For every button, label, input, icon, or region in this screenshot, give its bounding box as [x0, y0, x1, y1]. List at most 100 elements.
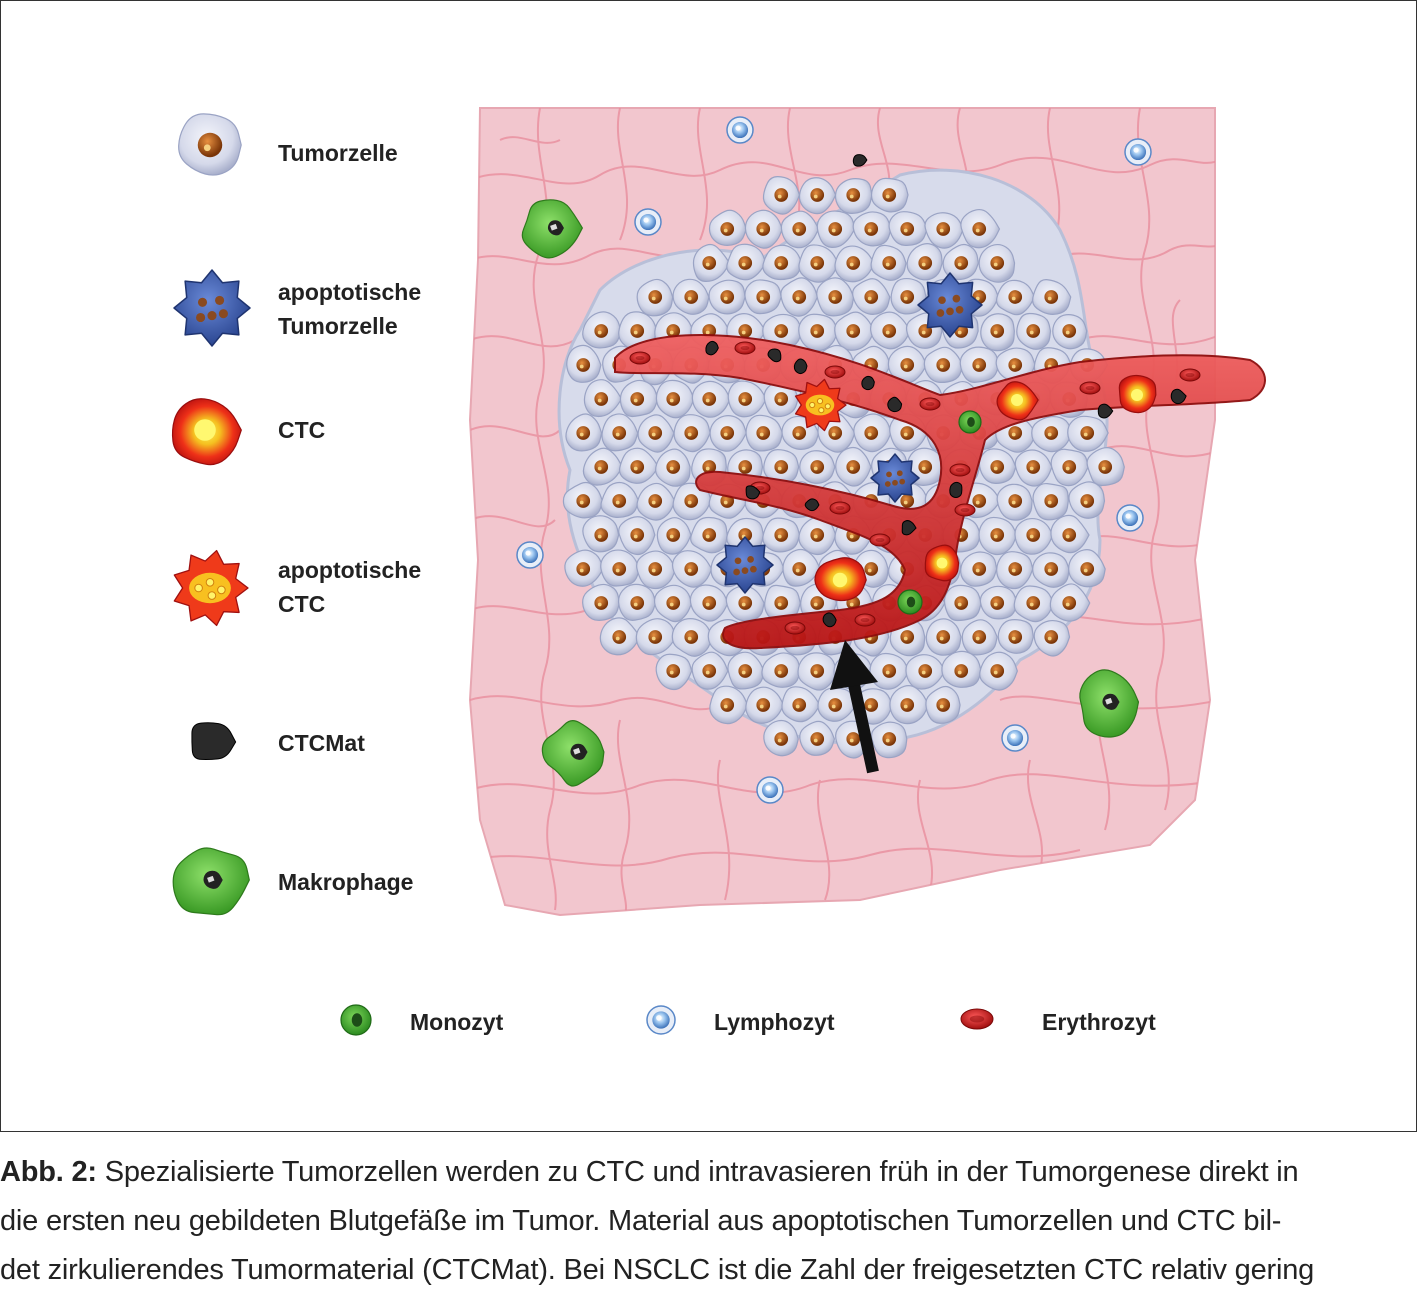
tumor-cell [708, 279, 746, 315]
tumor-cell [798, 177, 837, 215]
tumor-cell [672, 278, 710, 315]
tumor-cell [906, 243, 943, 281]
tumor-cell [764, 584, 801, 622]
caption-line-2: die ersten neu gebildeten Blutgefäße im … [0, 1205, 1282, 1237]
monocyte-cell [958, 410, 982, 434]
ctcmat-particle [767, 348, 782, 363]
tumor-cell [582, 515, 620, 553]
tumor-cell [600, 549, 641, 587]
tumor-cell [960, 208, 1001, 249]
tumor-cell [1016, 312, 1052, 350]
erythrocyte-cell [784, 621, 806, 635]
tumor-cell [709, 685, 749, 725]
tumor-cell [870, 177, 909, 213]
tumor-cell [1067, 415, 1109, 452]
tumor-cell [870, 244, 907, 281]
tumor-cell [745, 414, 784, 452]
tumor-cell [978, 448, 1017, 484]
tumor-cell [798, 313, 839, 352]
tumor-cell [601, 413, 639, 452]
legend-icon-apoptotic-tumor-cell [173, 269, 251, 347]
tumor-cell [782, 548, 821, 587]
legend-label-ctcmat: CTCMat [278, 730, 365, 756]
legend-label-macrophage: Makrophage [278, 869, 414, 895]
tumor-cell [727, 651, 765, 690]
tumor-cell [1068, 549, 1106, 588]
erythrocyte-cell [919, 397, 941, 411]
caption-label: Abb. 2: [0, 1156, 97, 1188]
tumor-cell [797, 652, 838, 691]
erythrocyte-cell [824, 365, 846, 379]
legend-label-monocyte: Monozyt [410, 1009, 504, 1035]
tumor-cell [691, 380, 731, 418]
tumor-cell [780, 277, 819, 317]
tumor-cell [942, 243, 979, 281]
tumor-cell [637, 414, 675, 453]
macrophage-cell [1079, 669, 1140, 738]
tumor-cell [600, 481, 640, 519]
tumor-cell [725, 585, 765, 622]
ctc-in-vessel [1118, 374, 1157, 414]
tumor-cell [727, 380, 768, 418]
lymphocyte-cell [1001, 724, 1029, 752]
tumor-cell [979, 651, 1018, 691]
lymphocyte-cell [756, 776, 784, 804]
legend-label-apoptotic-ctc-2: CTC [278, 591, 326, 617]
tumor-cell [1014, 517, 1054, 555]
tumor-cell [870, 311, 912, 350]
lymphocyte-cell [1124, 138, 1152, 166]
tumor-cell [636, 278, 674, 317]
tumor-cell [761, 652, 801, 688]
tumor-cell [636, 482, 676, 521]
tumor-cell [1033, 619, 1071, 657]
erythrocyte-cell [869, 533, 891, 547]
diagram-canvas [171, 107, 1266, 1036]
tumor-cell [672, 482, 712, 521]
tumor-cell [583, 379, 623, 418]
tumor-cell [762, 176, 801, 215]
tumor-cell [636, 550, 677, 590]
tumor-cell [887, 345, 928, 384]
tumor-cell [689, 584, 729, 622]
tumor-cell [655, 653, 693, 691]
legend-label-apoptotic-ctc-1: apoptotische [278, 557, 422, 583]
tumor-cell [562, 481, 604, 519]
lymphocyte-cell [516, 541, 544, 569]
tumor-cell [834, 245, 876, 283]
caption-line-1: Abb. 2: Spezialisierte Tumorzellen werde… [0, 1148, 1419, 1197]
ctcmat-particle [793, 358, 808, 375]
tumor-cell [996, 551, 1034, 590]
tumor-cell [997, 619, 1034, 654]
tumor-cell [924, 212, 964, 249]
tumor-cell [671, 618, 713, 657]
scattered-cells [516, 116, 1152, 804]
tumor-cell [978, 516, 1018, 556]
macrophage-cell [541, 720, 605, 787]
tumor-cell [798, 244, 839, 283]
ctcmat-particle [745, 485, 761, 500]
tumor-cell [565, 413, 603, 452]
erythrocyte-cell [1179, 368, 1201, 382]
legend-icon-macrophage [172, 847, 250, 916]
tumor-cell [1032, 552, 1070, 588]
tumor-cell [1050, 448, 1089, 487]
tumor-cell [655, 379, 695, 419]
tumor-cell [816, 210, 856, 248]
tumor-cell [1032, 279, 1072, 315]
tumor-cell [656, 517, 692, 555]
lymphocyte-cell [1116, 504, 1144, 532]
tumor-cell [671, 550, 713, 588]
legend-icons [171, 113, 994, 1036]
tumor-cell [853, 413, 892, 453]
tumor-cell [978, 243, 1016, 283]
tumor-cell [923, 346, 964, 384]
tumor-cell [835, 446, 872, 487]
tumor-cell [888, 211, 928, 247]
tumor-cell [798, 515, 837, 556]
ctcmat-particle [804, 498, 820, 512]
tumor-cell [619, 379, 659, 418]
ctcmat-particle [949, 481, 963, 499]
tumor-cell [1014, 449, 1053, 487]
tumor-cell [744, 279, 782, 315]
tumor-cell [582, 311, 622, 349]
